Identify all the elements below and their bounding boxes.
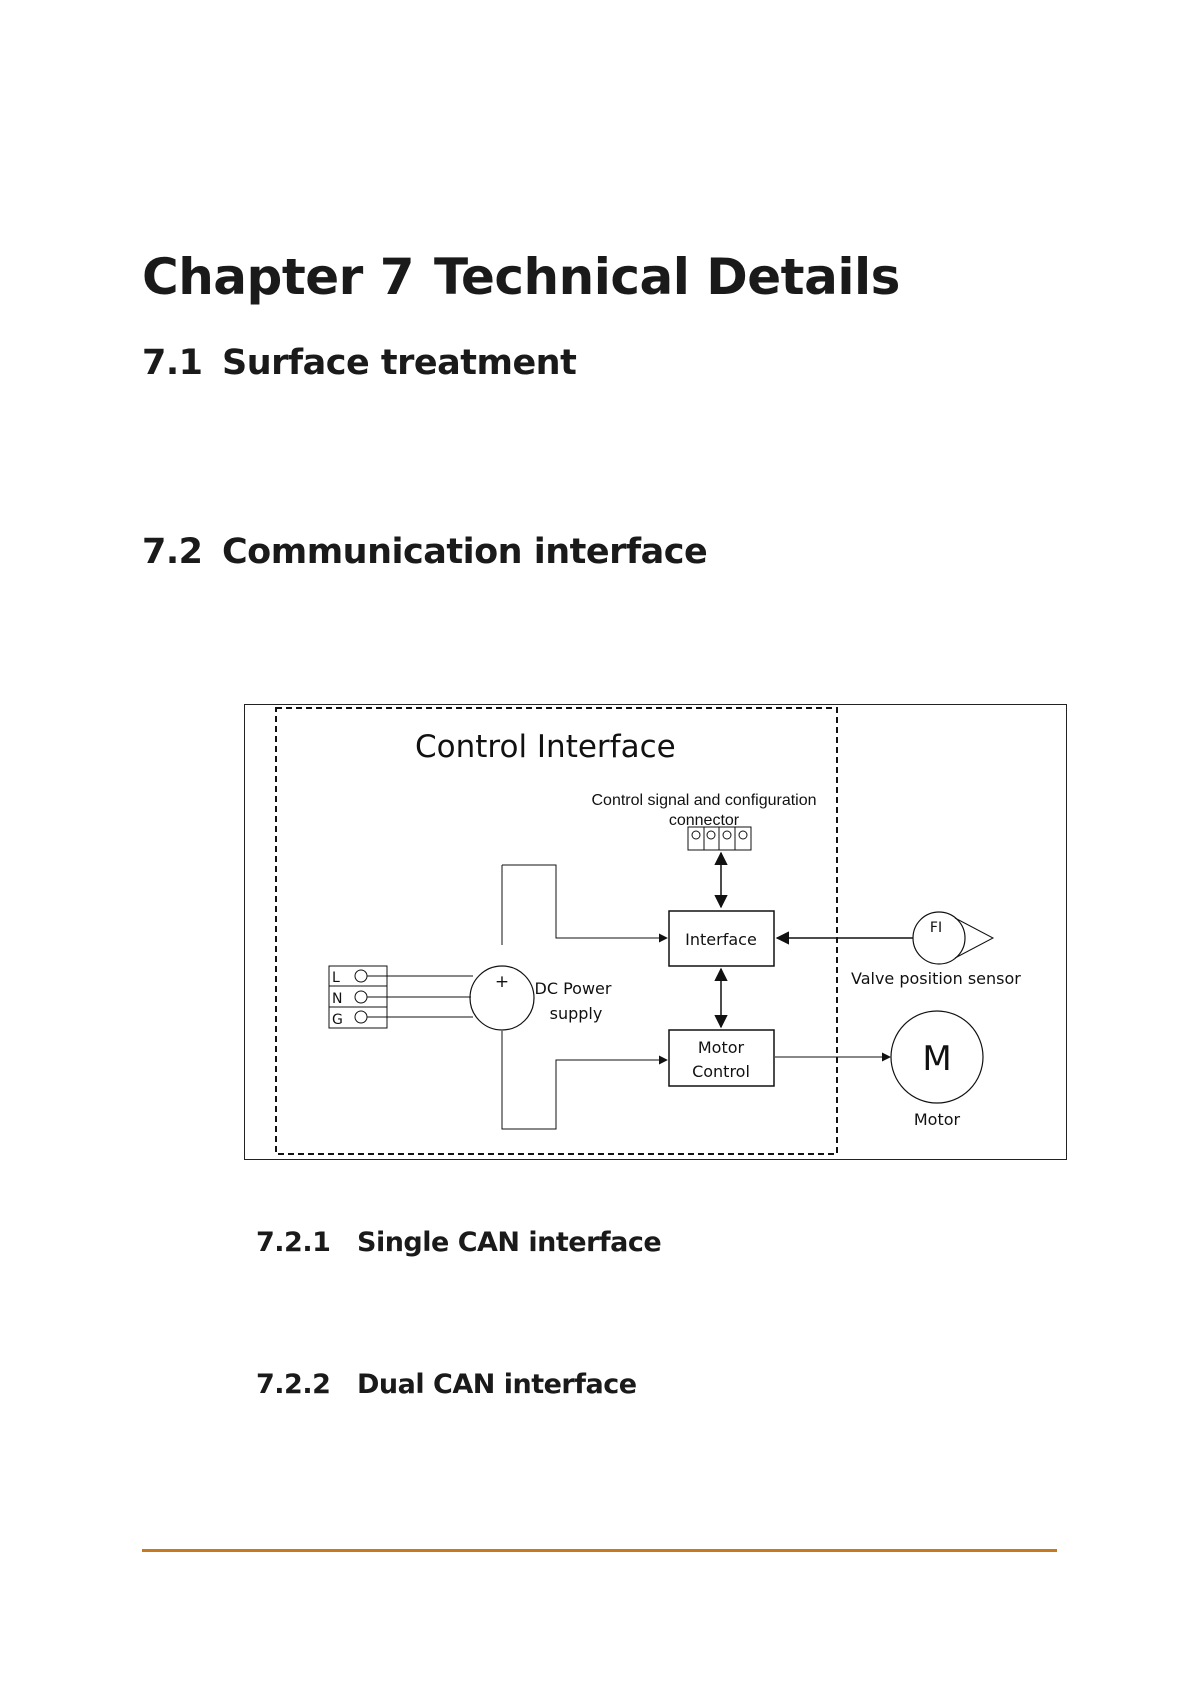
motor-control-label: Motor (698, 1038, 745, 1057)
connector-pins (688, 827, 751, 850)
section-number: 7.2 (142, 532, 222, 572)
chapter-title: Technical Details (434, 248, 900, 306)
footer-rule (142, 1549, 1057, 1552)
terminal-block (329, 966, 473, 1028)
connector-label: Control signal and configuration (591, 792, 816, 809)
dc-power-label-cont: supply (550, 1004, 603, 1023)
terminal-label-n: N (332, 991, 342, 1007)
interface-label: Interface (685, 930, 757, 949)
plus-sign: + (495, 972, 509, 992)
connector-label-cont: connector (669, 812, 740, 829)
dc-power-label: DC Power (535, 979, 612, 998)
sensor-label: Valve position sensor (851, 969, 1021, 988)
motor-label: Motor (914, 1110, 961, 1129)
motor-symbol: M (922, 1039, 951, 1079)
chapter-number: Chapter 7 (142, 248, 434, 306)
section-number: 7.1 (142, 343, 222, 383)
terminal-label-g: G (332, 1012, 343, 1028)
valve-position-sensor (913, 912, 993, 964)
frame-title: Control Interface (415, 729, 676, 765)
sensor-symbol: FI (930, 920, 942, 936)
communication-interface-diagram: Control Interface Control signal and con… (244, 704, 1067, 1160)
motor-control-label-cont: Control (692, 1062, 750, 1081)
section-title: Dual CAN interface (357, 1369, 637, 1400)
section-title: Single CAN interface (357, 1227, 661, 1258)
section-number: 7.2.1 (256, 1227, 357, 1258)
terminal-label-l: L (332, 970, 340, 986)
section-title: Communication interface (222, 532, 707, 572)
section-number: 7.2.2 (256, 1369, 357, 1400)
section-title: Surface treatment (222, 343, 576, 383)
